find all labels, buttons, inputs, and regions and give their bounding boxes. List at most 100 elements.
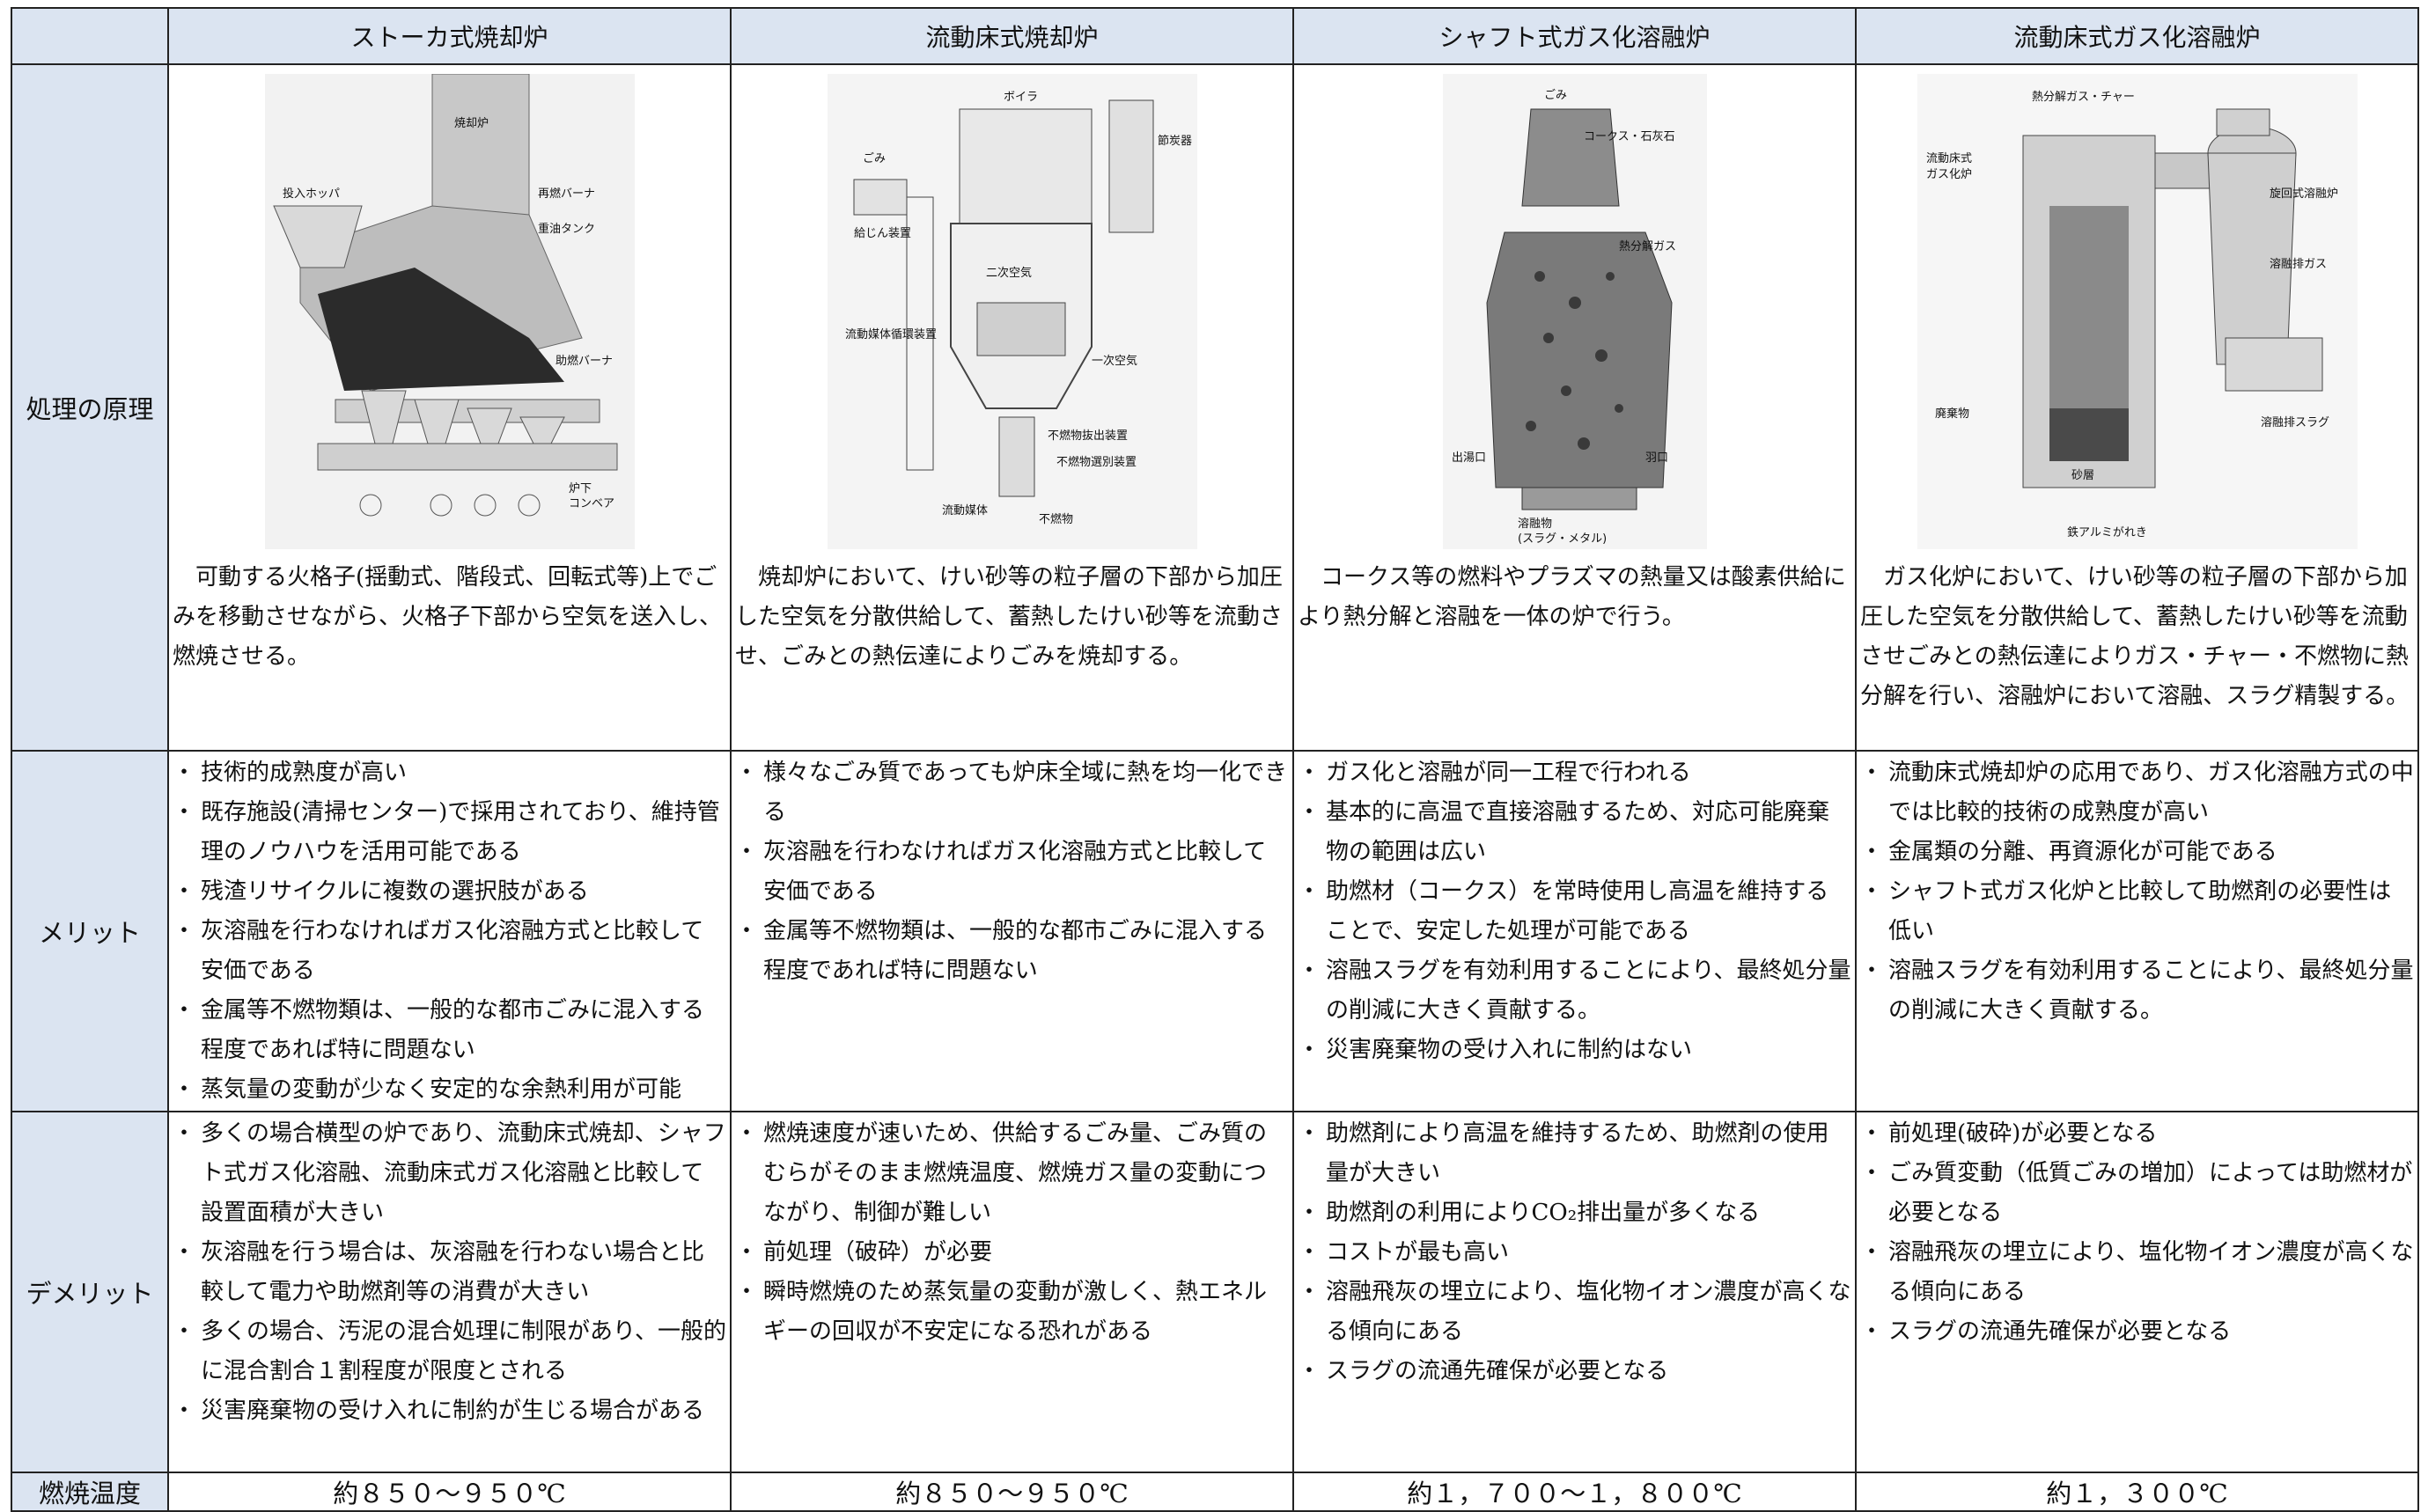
fluidized-bed-diagram: ボイラ 節炭器 ごみ 給じん装置 二次空気 流動媒体循環装置 一次空気 不燃物抜…	[732, 65, 1292, 558]
principle-desc-fluidized-gasification: ガス化炉において、けい砂等の粒子層の下部から加圧した空気を分散供給して、蓄熱した…	[1860, 564, 2410, 709]
bullet-item: 溶融スラグを有効利用することにより、最終処分量の削減に大きく貢献する。	[1860, 951, 2414, 1031]
bullet-item: 蒸気量の変動が少なく安定的な余熱利用が可能	[173, 1070, 726, 1110]
shaft-label-tuyere: 羽口	[1645, 451, 1668, 465]
shaft-diagram: ごみ コークス・石灰石 熱分解ガス 出湯口 羽口 溶融物 (スラグ・メタル)	[1294, 65, 1855, 558]
stoker-label-oil-tank: 重油タンク	[538, 222, 595, 236]
bullet-item: 多くの場合、汚泥の混合処理に制限があり、一般的に混合割合１割程度が限度とされる	[173, 1312, 726, 1391]
bullet-item: 前処理(破砕)が必要となる	[1860, 1114, 2414, 1154]
merit-row: メリット 技術的成熟度が高い既存施設(清掃センター)で採用されており、維持管理の…	[11, 750, 2419, 1112]
bullet-item: 溶融スラグを有効利用することにより、最終処分量の削減に大きく貢献する。	[1298, 951, 1851, 1031]
merit-list-stoker: 技術的成熟度が高い既存施設(清掃センター)で採用されており、維持管理のノウハウを…	[169, 752, 730, 1110]
fluid-label-media: 流動媒体	[942, 504, 988, 517]
bullet-item: 基本的に高温で直接溶融するため、対応可能廃棄物の範囲は広い	[1298, 793, 1851, 872]
fluid-label-economizer: 節炭器	[1158, 135, 1192, 148]
fgas-label-swirl-melter: 旋回式溶融炉	[2270, 187, 2338, 201]
bullet-item: 溶融飛灰の埋立により、塩化物イオン濃度が高くなる傾向にある	[1860, 1233, 2414, 1312]
merit-list-shaft-gasification: ガス化と溶融が同一工程で行われる基本的に高温で直接溶融するため、対応可能廃棄物の…	[1294, 752, 1855, 1070]
demerit-list-shaft-gasification: 助燃剤により高温を維持するため、助燃剤の使用量が大きい助燃剤の利用によりCO₂排…	[1294, 1112, 1855, 1391]
bullet-item: 助燃剤により高温を維持するため、助燃剤の使用量が大きい	[1298, 1114, 1851, 1193]
merit-cell-fluidized-bed: 様々なごみ質であっても炉床全域に熱を均一化できる灰溶融を行わなければガス化溶融方…	[730, 750, 1294, 1112]
bullet-item: 多くの場合横型の炉であり、流動床式焼却、シャフト式ガス化溶融、流動床式ガス化溶融…	[173, 1114, 726, 1233]
stoker-label-furnace: 焼却炉	[454, 117, 489, 130]
merit-list-fluidized-gasification: 流動床式焼却炉の応用であり、ガス化溶融方式の中では比較的技術の成熟度が高い金属類…	[1857, 752, 2417, 1031]
demerit-list-stoker: 多くの場合横型の炉であり、流動床式焼却、シャフト式ガス化溶融、流動床式ガス化溶融…	[169, 1112, 730, 1431]
stoker-label-hopper: 投入ホッパ	[283, 187, 340, 201]
fgas-label-metal-debris: 鉄アルミがれき	[2067, 526, 2147, 539]
bullet-item: 灰溶融を行わなければガス化溶融方式と比較して安価である	[735, 833, 1289, 912]
stoker-label-under: 炉下	[569, 482, 592, 495]
demerit-list-fluidized-bed: 燃焼速度が速いため、供給するごみ量、ごみ質のむらがそのまま燃焼温度、燃焼ガス量の…	[732, 1112, 1292, 1352]
comparison-table: ストーカ式焼却炉 流動床式焼却炉 シャフト式ガス化溶融炉 流動床式ガス化溶融炉 …	[11, 7, 2419, 1512]
principle-cell-fluidized-bed: ボイラ 節炭器 ごみ 給じん装置 二次空気 流動媒体循環装置 一次空気 不燃物抜…	[730, 63, 1294, 752]
temperature-row: 燃焼温度 約８５０～９５０℃ 約８５０～９５０℃ 約１，７００～１，８００℃ 約…	[11, 1472, 2419, 1512]
demerit-cell-stoker: 多くの場合横型の炉であり、流動床式焼却、シャフト式ガス化溶融、流動床式ガス化溶融…	[167, 1111, 732, 1473]
temperature-shaft-gasification: 約１，７００～１，８００℃	[1292, 1472, 1857, 1512]
principle-label: 処理の原理	[11, 63, 169, 752]
fluid-label-feeder: 給じん装置	[854, 227, 911, 240]
bullet-item: 災害廃棄物の受け入れに制約はない	[1298, 1031, 1851, 1070]
header-row: ストーカ式焼却炉 流動床式焼却炉 シャフト式ガス化溶融炉 流動床式ガス化溶融炉	[11, 7, 2419, 65]
bullet-item: 前処理（破砕）が必要	[735, 1233, 1289, 1273]
principle-cell-shaft-gasification: ごみ コークス・石灰石 熱分解ガス 出湯口 羽口 溶融物 (スラグ・メタル) コ…	[1292, 63, 1857, 752]
merit-label: メリット	[11, 750, 169, 1112]
bullet-item: 残渣リサイクルに複数の選択肢がある	[173, 872, 726, 912]
bullet-item: ごみ質変動（低質ごみの増加）によっては助燃材が必要となる	[1860, 1154, 2414, 1233]
stoker-label-reburner: 再燃バーナ	[538, 187, 595, 201]
demerit-row: デメリット 多くの場合横型の炉であり、流動床式焼却、シャフト式ガス化溶融、流動床…	[11, 1111, 2419, 1473]
temperature-stoker: 約８５０～９５０℃	[167, 1472, 732, 1512]
header-fluidized-bed: 流動床式焼却炉	[730, 7, 1294, 65]
principle-desc-fluidized-bed: 焼却炉において、けい砂等の粒子層の下部から加圧した空気を分散供給して、蓄熱したけ…	[735, 564, 1283, 670]
fgas-label-slag: 溶融排スラグ	[2261, 416, 2329, 429]
fluidized-gasification-illustration: 熱分解ガス・チャー 旋回式溶融炉 流動床式 ガス化炉 溶融排ガス 廃棄物 砂層 …	[1917, 74, 2358, 549]
bullet-item: 様々なごみ質であっても炉床全域に熱を均一化できる	[735, 753, 1289, 833]
bullet-item: 助燃材（コークス）を常時使用し高温を維持することで、安定した処理が可能である	[1298, 872, 1851, 951]
principle-desc-stoker: 可動する火格子(揺動式、階段式、回転式等)上でごみを移動させながら、火格子下部か…	[173, 564, 723, 670]
fgas-label-exhaust-gas: 溶融排ガス	[2270, 258, 2327, 271]
fluid-label-secondary-air: 二次空気	[986, 266, 1032, 280]
stoker-diagram: 焼却炉 投入ホッパ 再燃バーナ 重油タンク 助燃バーナ 炉下 コンベア	[169, 65, 730, 558]
header-shaft-gasification: シャフト式ガス化溶融炉	[1292, 7, 1857, 65]
bullet-item: 灰溶融を行わなければガス化溶融方式と比較して安価である	[173, 912, 726, 991]
bullet-item: 既存施設(清掃センター)で採用されており、維持管理のノウハウを活用可能である	[173, 793, 726, 872]
fluidized-gasification-diagram: 熱分解ガス・チャー 旋回式溶融炉 流動床式 ガス化炉 溶融排ガス 廃棄物 砂層 …	[1857, 65, 2417, 558]
bullet-item: シャフト式ガス化炉と比較して助燃剤の必要性は低い	[1860, 872, 2414, 951]
fluidized-bed-illustration: ボイラ 節炭器 ごみ 給じん装置 二次空気 流動媒体循環装置 一次空気 不燃物抜…	[827, 74, 1197, 549]
header-fluidized-gasification: 流動床式ガス化溶融炉	[1855, 7, 2419, 65]
stoker-label-conveyor: コンベア	[569, 497, 614, 510]
merit-cell-fluidized-gasification: 流動床式焼却炉の応用であり、ガス化溶融方式の中では比較的技術の成熟度が高い金属類…	[1855, 750, 2419, 1112]
shaft-furnace-illustration: ごみ コークス・石灰石 熱分解ガス 出湯口 羽口 溶融物 (スラグ・メタル)	[1442, 74, 1707, 549]
principle-desc-shaft-gasification: コークス等の燃料やプラズマの熱量又は酸素供給により熱分解と溶融を一体の炉で行う。	[1298, 564, 1846, 630]
bullet-item: 災害廃棄物の受け入れに制約が生じる場合がある	[173, 1391, 726, 1431]
bullet-item: 流動床式焼却炉の応用であり、ガス化溶融方式の中では比較的技術の成熟度が高い	[1860, 753, 2414, 833]
header-stoker: ストーカ式焼却炉	[167, 7, 732, 65]
bullet-item: 燃焼速度が速いため、供給するごみ量、ごみ質のむらがそのまま燃焼温度、燃焼ガス量の…	[735, 1114, 1289, 1233]
temperature-fluidized-gasification: 約１，３００℃	[1855, 1472, 2419, 1512]
temperature-label: 燃焼温度	[11, 1472, 169, 1512]
fgas-label-fluid: 流動床式	[1926, 152, 1972, 165]
demerit-list-fluidized-gasification: 前処理(破砕)が必要となるごみ質変動（低質ごみの増加）によっては助燃材が必要とな…	[1857, 1112, 2417, 1352]
fluid-label-noncombustible: 不燃物	[1039, 512, 1073, 526]
fluid-label-noncombustible-extract: 不燃物抜出装置	[1048, 429, 1128, 443]
bullet-item: 金属等不燃物類は、一般的な都市ごみに混入する程度であれば特に問題ない	[173, 991, 726, 1070]
fgas-label-gasifier: ガス化炉	[1926, 168, 1972, 181]
bullet-item: 助燃剤の利用によりCO₂排出量が多くなる	[1298, 1193, 1851, 1233]
bullet-item: スラグの流通先確保が必要となる	[1860, 1312, 2414, 1352]
fluid-label-primary-air: 一次空気	[1092, 354, 1137, 368]
bullet-item: 灰溶融を行う場合は、灰溶融を行わない場合と比較して電力や助燃剤等の消費が大きい	[173, 1233, 726, 1312]
bullet-item: 瞬時燃焼のため蒸気量の変動が激しく、熱エネルギーの回収が不安定になる恐れがある	[735, 1273, 1289, 1352]
fluid-label-noncombustible-sort: 不燃物選別装置	[1056, 455, 1137, 469]
shaft-label-tap-hole: 出湯口	[1452, 451, 1486, 465]
stoker-furnace-illustration: 焼却炉 投入ホッパ 再燃バーナ 重油タンク 助燃バーナ 炉下 コンベア	[264, 74, 635, 549]
shaft-label-molten: 溶融物	[1518, 517, 1552, 531]
fgas-label-waste: 廃棄物	[1935, 407, 1969, 421]
bullet-item: 技術的成熟度が高い	[173, 753, 726, 793]
shaft-label-coke: コークス・石灰石	[1584, 130, 1675, 143]
stoker-label-aux-burner: 助燃バーナ	[555, 354, 613, 368]
principle-row: 処理の原理	[11, 63, 2419, 752]
principle-cell-fluidized-gasification: 熱分解ガス・チャー 旋回式溶融炉 流動床式 ガス化炉 溶融排ガス 廃棄物 砂層 …	[1855, 63, 2419, 752]
bullet-item: スラグの流通先確保が必要となる	[1298, 1352, 1851, 1391]
demerit-cell-shaft-gasification: 助燃剤により高温を維持するため、助燃剤の使用量が大きい助燃剤の利用によりCO₂排…	[1292, 1111, 1857, 1473]
fluid-label-waste: ごみ	[863, 151, 886, 165]
fluid-label-boiler: ボイラ	[1004, 91, 1038, 104]
fgas-label-pyrolysis-char: 熱分解ガス・チャー	[2032, 91, 2135, 104]
